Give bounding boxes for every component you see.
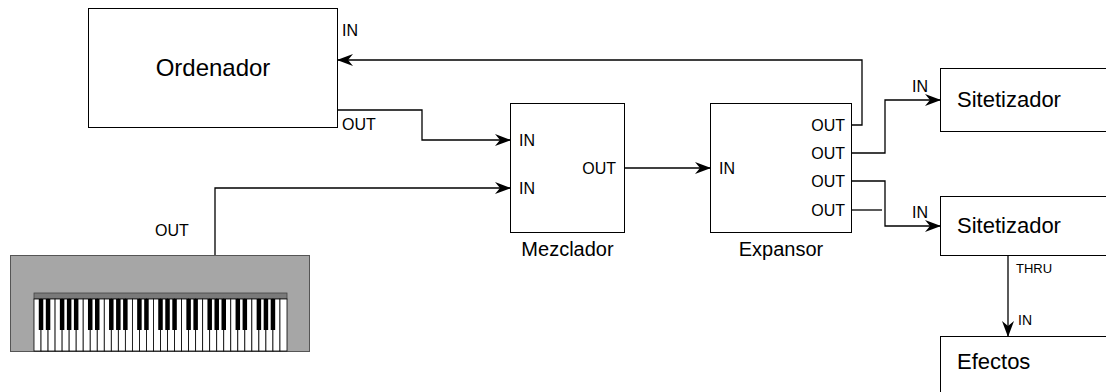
keyboard-keys — [10, 255, 310, 352]
port-label: OUT — [811, 117, 845, 135]
port-label: OUT — [155, 222, 189, 240]
node-title: Ordenador — [156, 54, 271, 82]
black-key — [158, 299, 162, 330]
port-label: IN — [519, 180, 535, 198]
port-label: IN — [719, 160, 735, 178]
black-key — [271, 299, 275, 330]
signal-label: IN — [912, 204, 928, 222]
black-key — [39, 299, 43, 330]
keyboard-figure: OUT — [10, 255, 310, 352]
node-title: Sitetizador — [957, 213, 1061, 238]
black-key — [214, 299, 218, 330]
black-key — [116, 299, 120, 330]
port-label: IN — [519, 132, 535, 150]
signal-label: THRU — [1016, 262, 1052, 277]
midi-cable — [215, 188, 510, 255]
black-key — [46, 299, 50, 330]
port-label: OUT — [811, 173, 845, 191]
white-key — [280, 299, 287, 351]
black-key — [137, 299, 141, 330]
key-bed-strip — [34, 293, 287, 299]
black-key — [95, 299, 99, 330]
black-key — [123, 299, 127, 330]
black-key — [165, 299, 169, 330]
black-key — [144, 299, 148, 330]
midi-cable — [852, 100, 940, 153]
node-caption: Expansor — [739, 238, 824, 261]
signal-label: OUT — [342, 116, 376, 134]
black-key — [236, 299, 240, 330]
black-key — [264, 299, 268, 330]
port-label: OUT — [582, 160, 616, 178]
black-key — [60, 299, 64, 330]
black-key — [74, 299, 78, 330]
mixer-box: ININOUTMezclador — [510, 103, 625, 233]
signal-label: IN — [342, 22, 358, 40]
synth-box: Sitetizador — [940, 68, 1106, 132]
port-label: OUT — [811, 145, 845, 163]
expander-box: INOUTOUTOUTOUTExpansor — [710, 103, 852, 233]
black-key — [207, 299, 211, 330]
black-key — [172, 299, 176, 330]
black-key — [186, 299, 190, 330]
black-key — [257, 299, 261, 330]
port-label: OUT — [811, 202, 845, 220]
effects-box: Efectos — [940, 336, 1106, 392]
black-key — [222, 299, 226, 330]
node-caption: Mezclador — [521, 238, 613, 261]
black-key — [193, 299, 197, 330]
computer-box: Ordenador — [88, 8, 338, 128]
node-title: Efectos — [957, 349, 1030, 374]
midi-cable — [852, 181, 940, 226]
unused-out-wire — [852, 209, 882, 210]
synth-box: Sitetizador — [940, 196, 1106, 256]
black-key — [67, 299, 71, 330]
black-key — [88, 299, 92, 330]
black-key — [243, 299, 247, 330]
midi-cable — [625, 167, 710, 168]
midi-cable — [338, 110, 510, 140]
node-title: Sitetizador — [957, 87, 1061, 112]
signal-label: IN — [912, 78, 928, 96]
signal-label: IN — [1018, 312, 1032, 328]
black-key — [109, 299, 113, 330]
midi-cable — [1007, 256, 1008, 336]
